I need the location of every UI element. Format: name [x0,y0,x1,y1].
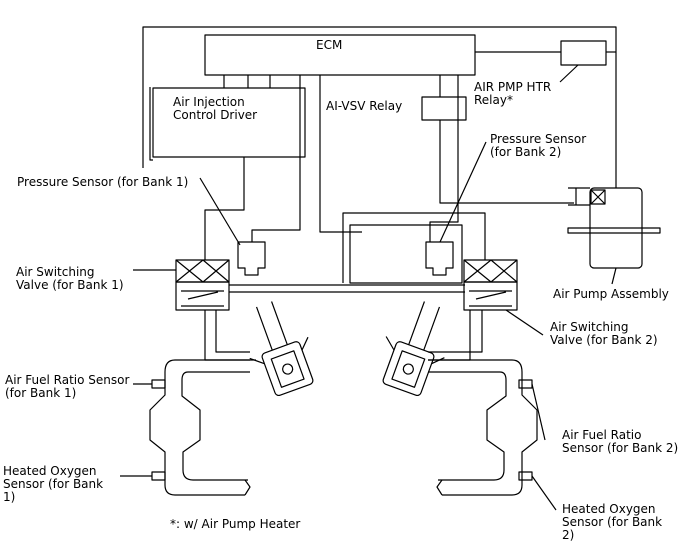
ecm-to-bank2-sensor-wire [429,75,459,242]
air-pmp-htr-relay-box [560,40,607,66]
outer-frame-wire [142,26,617,188]
pressure-sensor-bank2 [425,241,454,276]
htr-relay-leader [559,64,579,83]
bank2-exhaust-manifold [428,359,538,496]
bank1-manifold-end [244,479,251,496]
bank1-exhaust-manifold [149,359,256,496]
pressure-sensor-bank1 [237,241,266,276]
ho2-sensor-bank1 [151,471,166,481]
ecm-to-bank1-sensor-wire [251,75,301,242]
bank1-air-pipe [204,310,250,361]
bank2-power-wire [342,212,486,283]
ai-vsv-relay-label: AI-VSV Relay [326,99,403,113]
ecm-to-bank2-valve-wire [319,75,362,233]
asv-bank2-leader [505,309,544,336]
pressure-sensor-bank2-leader [439,141,487,243]
bank2-valve-bracket [349,224,463,284]
pressure-sensor-bank2-label: Pressure Sensor (for Bank 2) [490,132,587,159]
bank1-cylinder-head [249,301,314,397]
air-pump-leader [611,267,617,285]
ecm-box [204,34,476,76]
air-injection-driver-box [152,87,306,158]
crossover-pipe [229,284,465,293]
ho2-sensor-bank2-label: Heated Oxygen Sensor (for Bank 2) [562,502,663,542]
vsv-relay-to-pump-wire [439,120,574,204]
air-switching-valve-bank1-label: Air Switching Valve (for Bank 1) [16,265,124,292]
air-switching-valve-bank2 [463,259,518,311]
air-switching-valve-bank2-label: Air Switching Valve (for Bank 2) [550,320,658,347]
ecm-to-frame-wire [149,87,153,161]
afr-sensor-bank2-lead [531,383,546,441]
ecm-to-driver-wires [223,75,271,88]
afr-sensor-bank2-label: Air Fuel Ratio Sensor (for Bank 2) [562,428,679,455]
ho2-sensor-bank1-label: Heated Oxygen Sensor (for Bank 1) [3,464,104,504]
footnote: *: w/ Air Pump Heater [170,517,301,531]
afr-sensor-bank2 [518,379,533,389]
air-pump-assembly [567,187,661,269]
air-pump-assembly-label: Air Pump Assembly [553,287,669,301]
air-pmp-htr-relay-label: AIR PMP HTR Relay* [474,80,552,107]
pressure-sensor-bank1-leader [199,177,241,246]
afr-sensor-bank1 [151,379,166,389]
bank2-manifold-end [436,479,443,496]
ecm-label: ECM [316,38,343,52]
driver-to-bank1-valve-wire [204,157,245,260]
bank2-cylinder-head [382,301,445,397]
afr-sensor-bank1-label: Air Fuel Ratio Sensor (for Bank 1) [5,373,130,400]
pressure-sensor-bank1-label: Pressure Sensor (for Bank 1) [17,175,189,189]
air-switching-valve-bank1 [175,259,230,311]
air-injection-driver-label: Air Injection Control Driver [173,95,258,122]
ho2-sensor-bank2 [518,471,533,481]
ai-vsv-relay-box [421,96,467,121]
ho2-sensor-bank2-lead [531,475,557,511]
